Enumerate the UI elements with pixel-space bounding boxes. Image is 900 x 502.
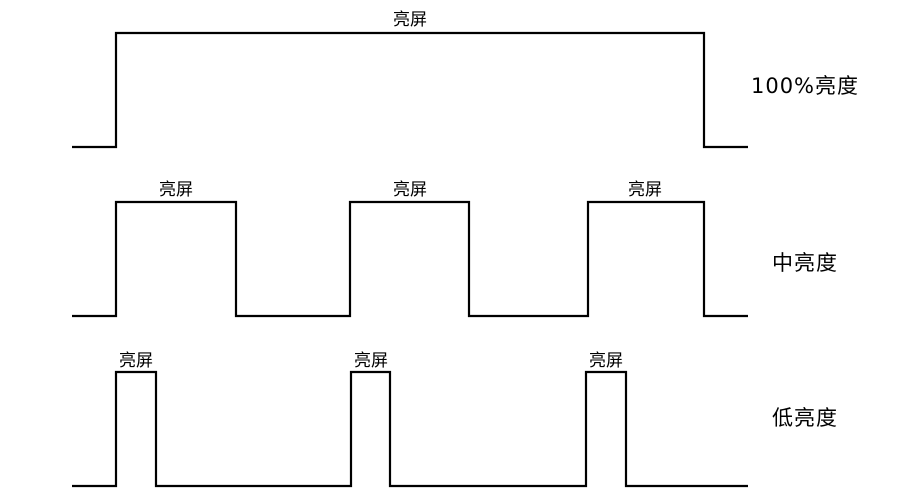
row-low-brightness: 亮屏 亮屏 亮屏 低亮度	[72, 351, 838, 488]
pulse-label: 亮屏	[393, 10, 427, 30]
pulse-label: 亮屏	[393, 180, 427, 200]
row-label-medium: 中亮度	[772, 251, 838, 275]
waveform-low	[72, 370, 748, 488]
waveform-full	[72, 31, 748, 149]
row-label-low: 低亮度	[772, 406, 838, 430]
pulse-label: 亮屏	[354, 351, 388, 371]
pulse-label: 亮屏	[589, 351, 623, 371]
row-label-full: 100%亮度	[751, 74, 859, 98]
pulse-label: 亮屏	[119, 351, 153, 371]
waveform-medium	[72, 200, 748, 318]
row-full-brightness: 亮屏 100%亮度	[72, 10, 859, 149]
row-medium-brightness: 亮屏 亮屏 亮屏 中亮度	[72, 180, 838, 318]
pulse-label: 亮屏	[159, 180, 193, 200]
pulse-label: 亮屏	[628, 180, 662, 200]
